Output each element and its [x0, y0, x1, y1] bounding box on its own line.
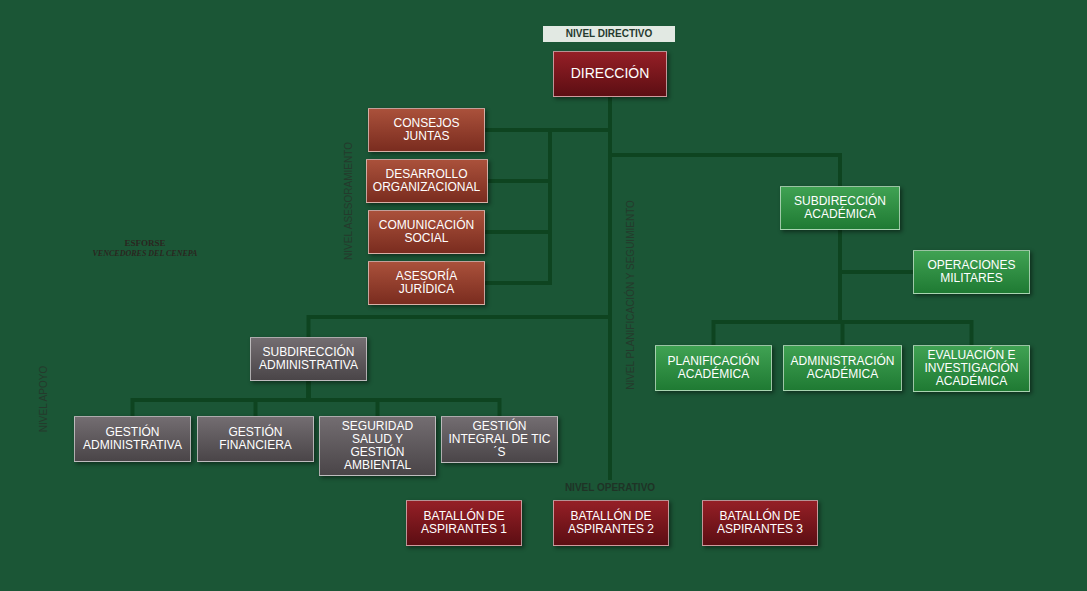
unit-name: BATALLÓN DE ASPIRANTES 2	[560, 510, 662, 536]
unit-name: PLANIFICACIÓN ACADÉMICA	[662, 355, 765, 381]
plume-blue	[134, 32, 151, 50]
emblem-motto: ESFORSE	[70, 238, 220, 248]
level-title: NIVEL OPERATIVO	[390, 478, 830, 493]
unit-name: SUBDIRECCIÓN ACADÉMICA	[787, 195, 893, 221]
level-title: NIVEL APOYO	[38, 366, 49, 432]
visor	[132, 73, 158, 75]
unit-name: EVALUACIÓN E INVESTIGACIÓN ACADÉMICA	[920, 349, 1023, 388]
level-panel: NIVEL PLANIFICACIÓN Y SEGUIMIENTO SUBDIRE…	[617, 178, 1060, 412]
helmet	[108, 32, 182, 103]
level-panel: NIVEL DIRECTIVO DIRECCIÓN	[543, 26, 675, 104]
org-connector	[608, 97, 612, 478]
unit-box: SUBDIRECCIÓN ADMINISTRATIVA	[250, 337, 367, 381]
unit-box: SEGURIDAD SALUD Y GESTIÓN AMBIENTAL	[319, 416, 436, 476]
unit-name: GESTIÓN FINANCIERA	[204, 426, 307, 452]
torch-flame	[189, 50, 208, 90]
trees	[840, 404, 1087, 462]
org-connector	[610, 97, 840, 186]
flag-pole	[769, 402, 771, 478]
visor	[132, 79, 158, 81]
torch-flame-core	[194, 66, 202, 88]
flag	[770, 402, 801, 478]
unit-box: SUBDIRECCIÓN ACADÉMICA	[780, 186, 900, 230]
book-page	[145, 196, 171, 211]
combat-helmet	[123, 162, 167, 190]
unit-box: GESTIÓN FINANCIERA	[197, 416, 314, 462]
tree	[920, 404, 1060, 460]
unit-box: DIRECCIÓN	[553, 51, 667, 97]
unit-name: OPERACIONES MILITARES	[920, 259, 1023, 285]
unit-box: CONSEJOS JUNTAS	[368, 108, 485, 152]
rifle	[104, 114, 186, 196]
unit-name: GESTIÓN ADMINISTRATIVA	[81, 426, 184, 452]
mantling	[108, 89, 136, 103]
unit-name: BATALLÓN DE ASPIRANTES 3	[709, 510, 811, 536]
unit-name: ADMINISTRACIÓN ACADÉMICA	[790, 355, 895, 381]
unit-box: COMUNICACIÓN SOCIAL	[368, 210, 485, 254]
unit-name: SUBDIRECCIÓN ADMINISTRATIVA	[257, 346, 360, 372]
cannon	[127, 121, 165, 147]
torch-flame-core	[88, 66, 96, 88]
book-page	[119, 196, 145, 211]
unit-box: ASESORÍA JURÍDICA	[368, 261, 485, 305]
level-title: NIVEL PLANIFICACIÓN Y SEGUIMIENTO	[625, 200, 636, 390]
unit-name: GESTIÓN INTEGRAL DE TIC´S	[448, 420, 551, 459]
rifle	[104, 114, 186, 196]
helmet-body	[128, 57, 162, 100]
unit-box: EVALUACIÓN E INVESTIGACIÓN ACADÉMICA	[913, 345, 1030, 392]
troops	[0, 482, 392, 591]
unit-box: OPERACIONES MILITARES	[913, 250, 1030, 294]
unit-box: BATALLÓN DE ASPIRANTES 2	[553, 500, 669, 546]
torch	[189, 50, 208, 112]
unit-name: ASESORÍA JURÍDICA	[375, 270, 478, 296]
unit-box: GESTIÓN ADMINISTRATIVA	[74, 416, 191, 462]
tree	[840, 418, 960, 462]
torch	[82, 50, 101, 112]
unit-box: GESTIÓN INTEGRAL DE TIC´S	[441, 416, 558, 463]
shield-rim	[88, 100, 202, 250]
unit-name: COMUNICACIÓN SOCIAL	[375, 219, 478, 245]
honor-guard	[835, 470, 1087, 591]
torch-handle	[196, 86, 204, 112]
school-emblem	[58, 32, 232, 263]
unit-box: ADMINISTRACIÓN ACADÉMICA	[783, 345, 902, 391]
visor	[132, 85, 158, 87]
unit-box: PLANIFICACIÓN ACADÉMICA	[655, 345, 772, 391]
emblem-motto: VENCEDORES DEL CENEPA	[70, 249, 220, 258]
motto-ribbon	[70, 230, 220, 263]
level-panel: NIVEL ASESORAMIENTO CONSEJOS JUNTAS DESARR…	[335, 95, 605, 307]
level-title: NIVEL ASESORAMIENTO	[343, 142, 354, 260]
unit-name: BATALLÓN DE ASPIRANTES 1	[413, 510, 515, 536]
mantling	[154, 89, 182, 103]
unit-name: CONSEJOS JUNTAS	[387, 117, 467, 143]
shield	[88, 100, 202, 250]
plume-red	[148, 34, 164, 52]
level-panel: NIVEL APOYO SUBDIRECCIÓN ADMINISTRATIVA GE…	[30, 326, 605, 472]
level-panel: NIVEL OPERATIVO BATALLÓN DE ASPIRANTES 1 B…	[390, 478, 830, 568]
tree	[1020, 414, 1087, 462]
ribbon-end	[220, 230, 232, 258]
unit-box: BATALLÓN DE ASPIRANTES 3	[702, 500, 818, 546]
level-title: NIVEL DIRECTIVO	[543, 26, 675, 42]
flag-blue	[771, 424, 801, 433]
unit-box: BATALLÓN DE ASPIRANTES 1	[406, 500, 522, 546]
unit-name: SEGURIDAD SALUD Y GESTIÓN AMBIENTAL	[326, 420, 429, 472]
torch-flame	[82, 50, 101, 90]
flag-red	[771, 433, 801, 442]
torch-handle	[86, 86, 94, 112]
unit-name: DESARROLLO ORGANIZACIONAL	[373, 168, 481, 194]
unit-box: DESARROLLO ORGANIZACIONAL	[366, 159, 488, 203]
unit-name: DIRECCIÓN	[571, 66, 650, 81]
ribbon-end	[58, 230, 70, 258]
